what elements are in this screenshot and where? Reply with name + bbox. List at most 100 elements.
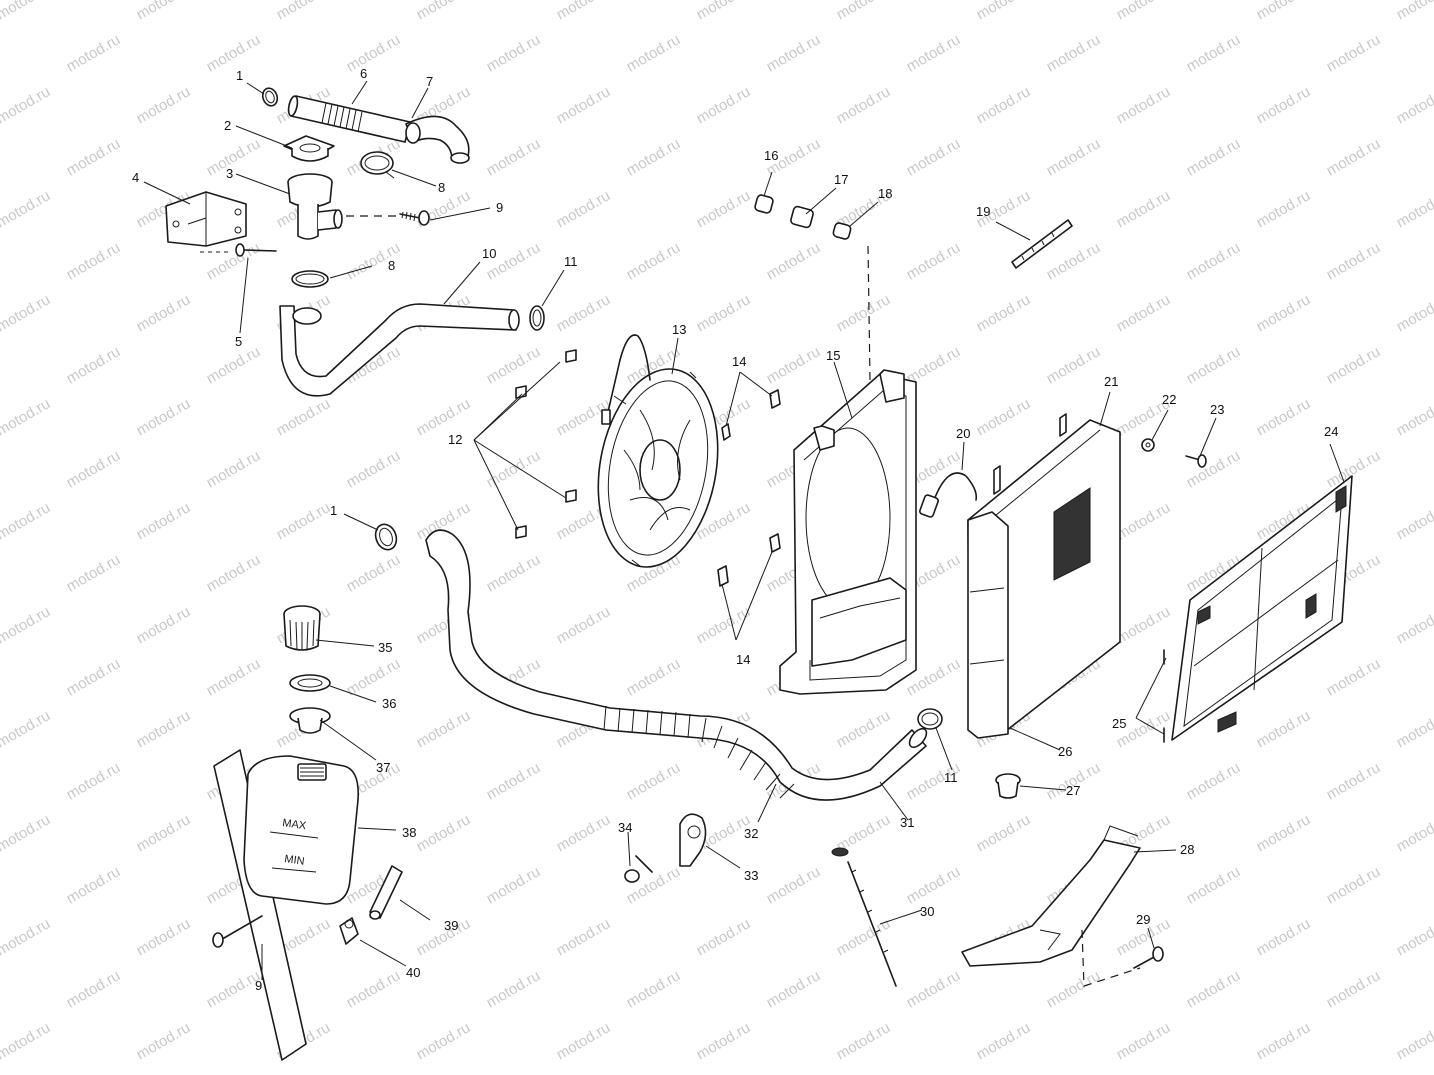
watermark-text: motod.ru (1254, 0, 1314, 23)
watermark-text: motod.ru (484, 863, 544, 907)
watermark-text: motod.ru (1324, 863, 1384, 907)
watermark-text: motod.ru (484, 135, 544, 179)
callout-18: 18 (878, 186, 892, 201)
watermark-text: motod.ru (624, 135, 684, 179)
bracket-part-4 (165, 191, 247, 247)
watermark-text: motod.ru (134, 83, 194, 127)
watermark-text: motod.ru (1114, 1019, 1174, 1063)
watermark-text: motod.ru (764, 343, 824, 387)
callout-36: 36 (382, 696, 396, 711)
watermark-text: motod.ru (1324, 239, 1384, 283)
corrugated-hose-part-6 (287, 95, 411, 143)
watermark-text: motod.ru (1254, 187, 1314, 231)
screw-part-9-upper (346, 210, 430, 226)
watermark-text: motod.ru (64, 655, 124, 699)
watermark-text: motod.ru (554, 1019, 614, 1063)
watermark-text: motod.ru (764, 967, 824, 1011)
watermark-text: motod.ru (1324, 135, 1384, 179)
watermark-text: motod.ru (0, 811, 53, 855)
watermark-text: motod.ru (1324, 655, 1384, 699)
callout-37: 37 (376, 760, 390, 775)
bolt-part-34 (624, 855, 653, 883)
mounting-bracket-part-28 (961, 825, 1141, 987)
watermark-text: motod.ru (554, 291, 614, 335)
callout-11-upper: 11 (564, 254, 578, 269)
callout-32: 32 (744, 826, 758, 841)
watermark-text: motod.ru (694, 1019, 754, 1063)
callout-20: 20 (956, 426, 970, 441)
grommet-part-27 (995, 773, 1021, 799)
watermark-text: motod.ru (1324, 967, 1384, 1011)
watermark-text: motod.ru (204, 551, 264, 595)
watermark-text: motod.ru (1394, 811, 1434, 855)
watermark-text: motod.ru (1114, 83, 1174, 127)
callout-38: 38 (402, 825, 416, 840)
watermark-text: motod.ru (554, 915, 614, 959)
watermark-text: motod.ru (624, 31, 684, 75)
watermark-text: motod.ru (694, 83, 754, 127)
callout-30: 30 (920, 904, 934, 919)
watermark-text: motod.ru (1044, 967, 1104, 1011)
watermark-text: motod.ru (1254, 707, 1314, 751)
watermark-text: motod.ru (1394, 83, 1434, 127)
watermark-text: motod.ru (1324, 343, 1384, 387)
callout-33: 33 (744, 868, 758, 883)
callout-35: 35 (378, 640, 392, 655)
nut-part-22 (1141, 438, 1155, 452)
reservoir-max-label: MAX (282, 817, 308, 832)
watermark-text: motod.ru (64, 447, 124, 491)
watermark-text: motod.ru (484, 343, 544, 387)
watermark-text: motod.ru (694, 187, 754, 231)
callout-1: 1 (236, 68, 243, 83)
watermark-text: motod.ru (1394, 707, 1434, 751)
watermark-text: motod.ru (134, 1019, 194, 1063)
watermark-text: motod.ru (134, 811, 194, 855)
callout-3: 3 (226, 166, 233, 181)
watermark-text: motod.ru (274, 0, 334, 23)
callout-23: 23 (1210, 402, 1224, 417)
hose-clamp-part-11-upper (529, 305, 545, 331)
watermark-text: motod.ru (414, 811, 474, 855)
watermark-text: motod.ru (1044, 239, 1104, 283)
watermark-text: motod.ru (834, 291, 894, 335)
p-clamp-part-33 (679, 813, 707, 867)
callout-11-lower: 11 (944, 770, 958, 785)
watermark-text: motod.ru (1114, 0, 1174, 23)
watermark-text: motod.ru (1184, 447, 1244, 491)
callout-10: 10 (482, 246, 496, 261)
watermark-text: motod.ru (344, 551, 404, 595)
screw-part-23 (1185, 454, 1207, 468)
push-rivets-part-12 (515, 349, 577, 539)
watermark-text: motod.ru (1114, 603, 1174, 647)
callout-22: 22 (1162, 392, 1176, 407)
watermark-text: motod.ru (694, 915, 754, 959)
watermark-text: motod.ru (554, 0, 614, 23)
watermark-text: motod.ru (344, 655, 404, 699)
watermark-text: motod.ru (974, 811, 1034, 855)
watermark-text: motod.ru (484, 759, 544, 803)
watermark-text: motod.ru (1254, 915, 1314, 959)
watermark-text: motod.ru (624, 655, 684, 699)
watermark-text: motod.ru (1394, 0, 1434, 23)
watermark-text: motod.ru (624, 239, 684, 283)
long-bolt-part-30 (831, 847, 897, 987)
watermark-text: motod.ru (1114, 499, 1174, 543)
watermark-text: motod.ru (0, 915, 53, 959)
watermark-text: motod.ru (414, 395, 474, 439)
callout-29: 29 (1136, 912, 1150, 927)
watermark-text: motod.ru (0, 499, 53, 543)
watermark-text: motod.ru (1394, 395, 1434, 439)
watermark-text: motod.ru (1114, 187, 1174, 231)
watermark-text: motod.ru (0, 1019, 53, 1063)
reservoir-cap-part-35 (283, 605, 321, 651)
watermark-text: motod.ru (1394, 499, 1434, 543)
watermark-text: motod.ru (694, 291, 754, 335)
coolant-reservoir-part-38: MAX MIN (213, 749, 360, 1061)
watermark-text: motod.ru (484, 551, 544, 595)
watermark-text: motod.ru (1184, 239, 1244, 283)
radiator-part-21 (967, 413, 1121, 739)
watermark-text: motod.ru (0, 0, 53, 23)
watermark-text: motod.ru (554, 187, 614, 231)
callout-40: 40 (406, 965, 420, 980)
callout-7: 7 (426, 74, 433, 89)
